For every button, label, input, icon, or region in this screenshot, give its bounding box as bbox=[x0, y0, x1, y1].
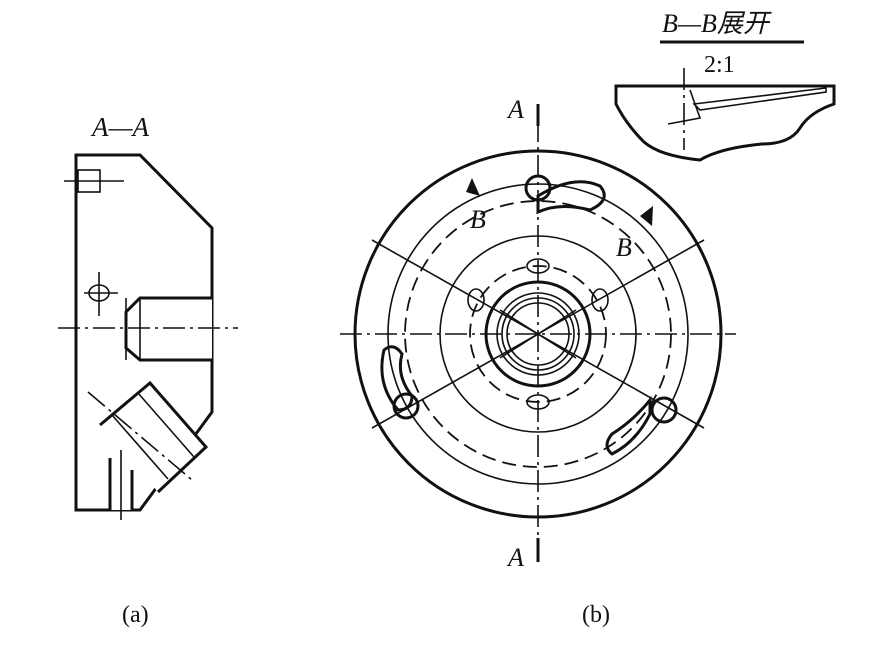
hub-outer bbox=[439, 235, 637, 433]
bore-ring-1 bbox=[484, 280, 592, 388]
section-view-a: A—A (a) bbox=[58, 112, 238, 628]
arrow-b-right bbox=[640, 206, 653, 226]
slot-right bbox=[605, 395, 678, 456]
inner-hole-top bbox=[526, 258, 550, 274]
cut-label-top: A bbox=[506, 95, 524, 124]
detail-scale: 2:1 bbox=[704, 52, 735, 78]
bore-ring-3 bbox=[501, 297, 575, 371]
slot-left bbox=[380, 345, 420, 420]
arrow-label-right: B bbox=[616, 233, 632, 262]
pitch-circle-outer bbox=[404, 200, 672, 468]
arrow-b-left bbox=[466, 178, 480, 196]
inner-hole-right bbox=[591, 288, 609, 312]
caption-b: (b) bbox=[582, 602, 610, 628]
inclined-bore bbox=[87, 380, 209, 494]
slot-top bbox=[524, 174, 606, 215]
arrow-label-left: B bbox=[470, 205, 486, 234]
cut-label-bottom: A bbox=[506, 543, 524, 572]
inner-rim bbox=[387, 183, 689, 485]
inner-hole-left bbox=[467, 288, 485, 312]
detail-view-bb: B—B展开 2:1 bbox=[614, 9, 836, 162]
section-hatched-body bbox=[74, 153, 214, 512]
inner-hole-bottom bbox=[526, 394, 550, 410]
bore-ring-4 bbox=[506, 302, 570, 366]
caption-a: (a) bbox=[122, 602, 149, 628]
outer-rim bbox=[353, 149, 723, 519]
bore-ring-2 bbox=[496, 292, 580, 376]
plan-view-b: A A bbox=[340, 95, 736, 628]
pitch-circle-inner bbox=[469, 265, 607, 403]
central-bore bbox=[126, 298, 212, 360]
detail-hatched-body bbox=[614, 84, 836, 162]
section-label-aa: A—A bbox=[90, 112, 150, 142]
detail-title: B—B展开 bbox=[662, 9, 772, 38]
